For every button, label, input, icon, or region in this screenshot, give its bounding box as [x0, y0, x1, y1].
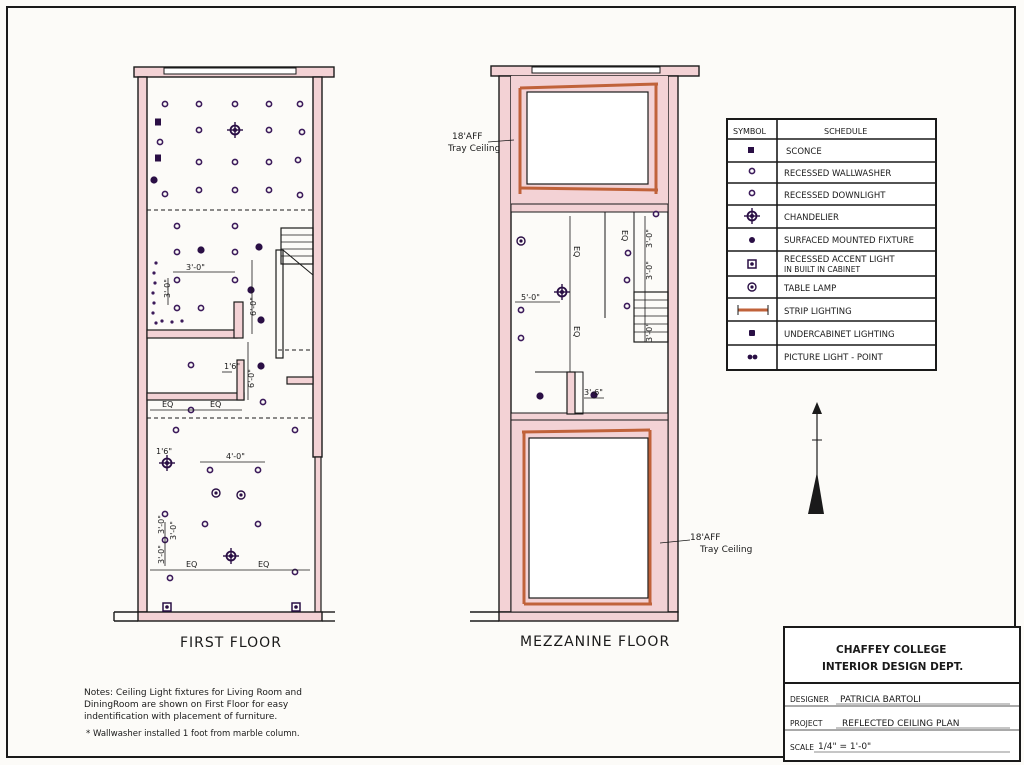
- north-arrow-icon: [808, 402, 824, 514]
- dim-label: EQ: [258, 560, 269, 569]
- first-floor-stair: [280, 227, 314, 265]
- mezzanine-top-tray-ceiling: [511, 76, 668, 204]
- mezzanine-floor-plan: 5'-0" EQ EQ EQ 3'-0" 3'-0" 3'-0" 3'-6" 1…: [447, 65, 752, 622]
- picture-light-icon: [747, 354, 753, 360]
- mezzanine-dimensions: 5'-0" EQ EQ EQ 3'-0" 3'-0" 3'-0" 3'-6": [521, 229, 654, 397]
- surface-fixture-icon: [749, 237, 755, 243]
- callout-text: Tray Ceiling: [699, 545, 752, 555]
- first-floor-window: [163, 67, 297, 75]
- dim-label: 3'-0": [169, 521, 178, 540]
- lighting-schedule-table: SYMBOL SCHEDULE SCONCE RECESSED WALLWASH…: [726, 118, 937, 371]
- undercabinet-icon: [749, 330, 755, 336]
- schedule-header-symbol: SYMBOL: [733, 127, 767, 136]
- dim-label: EQ: [572, 246, 581, 257]
- sconce-icon: [748, 147, 754, 153]
- notes-block: Notes: Ceiling Light fixtures for Living…: [84, 688, 302, 739]
- designer-label: DESIGNER: [790, 695, 829, 704]
- dim-label: 5'-0": [521, 293, 540, 302]
- schedule-label: RECESSED DOWNLIGHT: [784, 191, 886, 201]
- dim-label: EQ: [210, 400, 221, 409]
- callout-text: 18'AFF: [690, 533, 720, 543]
- schedule-label: STRIP LIGHTING: [784, 307, 852, 317]
- dim-label: 3'-0": [186, 263, 205, 272]
- first-floor-living-fixtures: [150, 100, 306, 199]
- mezzanine-left-wall: [498, 75, 512, 613]
- dim-label: 4'-0": [226, 452, 245, 461]
- title-block: CHAFFEY COLLEGE INTERIOR DESIGN DEPT. DE…: [783, 626, 1021, 762]
- dim-label: 1'6": [156, 447, 172, 456]
- project-label: PROJECT: [790, 719, 823, 728]
- dim-label: 6'-0": [249, 297, 258, 316]
- schedule-label: CHANDELIER: [784, 213, 839, 223]
- dim-label: 3'-6": [584, 388, 603, 397]
- dim-label: 1'6": [224, 362, 240, 371]
- dim-label: 3'-0": [163, 279, 172, 298]
- first-floor-left-wall: [137, 76, 148, 613]
- first-floor-bottom-wall: [137, 611, 323, 622]
- mezzanine-bottom-wall: [498, 611, 679, 622]
- schedule-label: SURFACED MOUNTED FIXTURE: [784, 236, 914, 246]
- first-floor-right-wall-lower: [314, 456, 322, 613]
- mezzanine-bottom-tray-ceiling: [510, 419, 669, 613]
- schedule-symbols: [737, 147, 769, 360]
- schedule-header-schedule: SCHEDULE: [824, 127, 867, 136]
- dim-label: 3'-0": [157, 515, 166, 534]
- dim-label: EQ: [572, 326, 581, 337]
- dim-label: EQ: [186, 560, 197, 569]
- first-floor-right-wall-upper: [312, 76, 323, 458]
- first-floor-interior-wall: [146, 329, 238, 339]
- tray-ceiling-callout-bottom: 18'AFF Tray Ceiling: [690, 533, 752, 555]
- dim-label: EQ: [620, 230, 629, 241]
- note-line: indentification with placement of furnit…: [84, 712, 277, 722]
- schedule-label: PICTURE LIGHT - POINT: [784, 353, 884, 363]
- dim-label: 6'-0": [247, 369, 256, 388]
- callout-text: Tray Ceiling: [447, 144, 500, 154]
- first-floor-plan: 3'-0" 3'-0" 6'-0" 6'-0" 1'6" EQ EQ 1'6" …: [113, 66, 335, 622]
- mezzanine-fixtures: [516, 210, 660, 400]
- college-name: CHAFFEY COLLEGE: [836, 644, 946, 656]
- note-line: DiningRoom are shown on First Floor for …: [84, 700, 289, 710]
- strip-light: [519, 82, 659, 90]
- schedule-label: UNDERCABINET LIGHTING: [784, 330, 895, 340]
- mezzanine-right-wall: [667, 75, 679, 613]
- first-floor-dimensions: 3'-0" 3'-0" 6'-0" 6'-0" 1'6" EQ EQ 1'6" …: [156, 263, 269, 569]
- dim-label: 3'-0": [645, 261, 654, 280]
- downlight-icon: [748, 189, 756, 197]
- note-line: Notes: Ceiling Light fixtures for Living…: [84, 688, 302, 698]
- schedule-label: SCONCE: [786, 147, 822, 157]
- designer-name: PATRICIA BARTOLI: [840, 695, 921, 705]
- sheet-border: [6, 6, 1016, 758]
- note-line: * Wallwasher installed 1 foot from marbl…: [86, 729, 300, 739]
- schedule-label: RECESSED WALLWASHER: [784, 169, 891, 179]
- mezzanine-floor-label: MEZZANINE FLOOR: [520, 634, 670, 650]
- dim-label: 3'-0": [645, 323, 654, 342]
- schedule-label: TABLE LAMP: [783, 284, 836, 294]
- wallwasher-icon: [748, 167, 756, 175]
- callout-text: 18'AFF: [452, 132, 482, 142]
- dim-label: EQ: [162, 400, 173, 409]
- dim-label: 3'-0": [157, 545, 166, 564]
- schedule-label: RECESSED ACCENT LIGHT: [784, 255, 895, 265]
- scale-label: SCALE: [790, 743, 814, 752]
- project-name: REFLECTED CEILING PLAN: [842, 719, 959, 729]
- mezzanine-stair: [633, 291, 669, 343]
- schedule-label: IN BUILT IN CABINET: [784, 265, 860, 274]
- tray-ceiling-callout-top: 18'AFF Tray Ceiling: [447, 132, 500, 154]
- scale-value: 1/4" = 1'-0": [818, 742, 871, 752]
- first-floor-label: FIRST FLOOR: [180, 635, 282, 651]
- department-name: INTERIOR DESIGN DEPT.: [822, 661, 963, 673]
- dim-label: 3'-0": [645, 229, 654, 248]
